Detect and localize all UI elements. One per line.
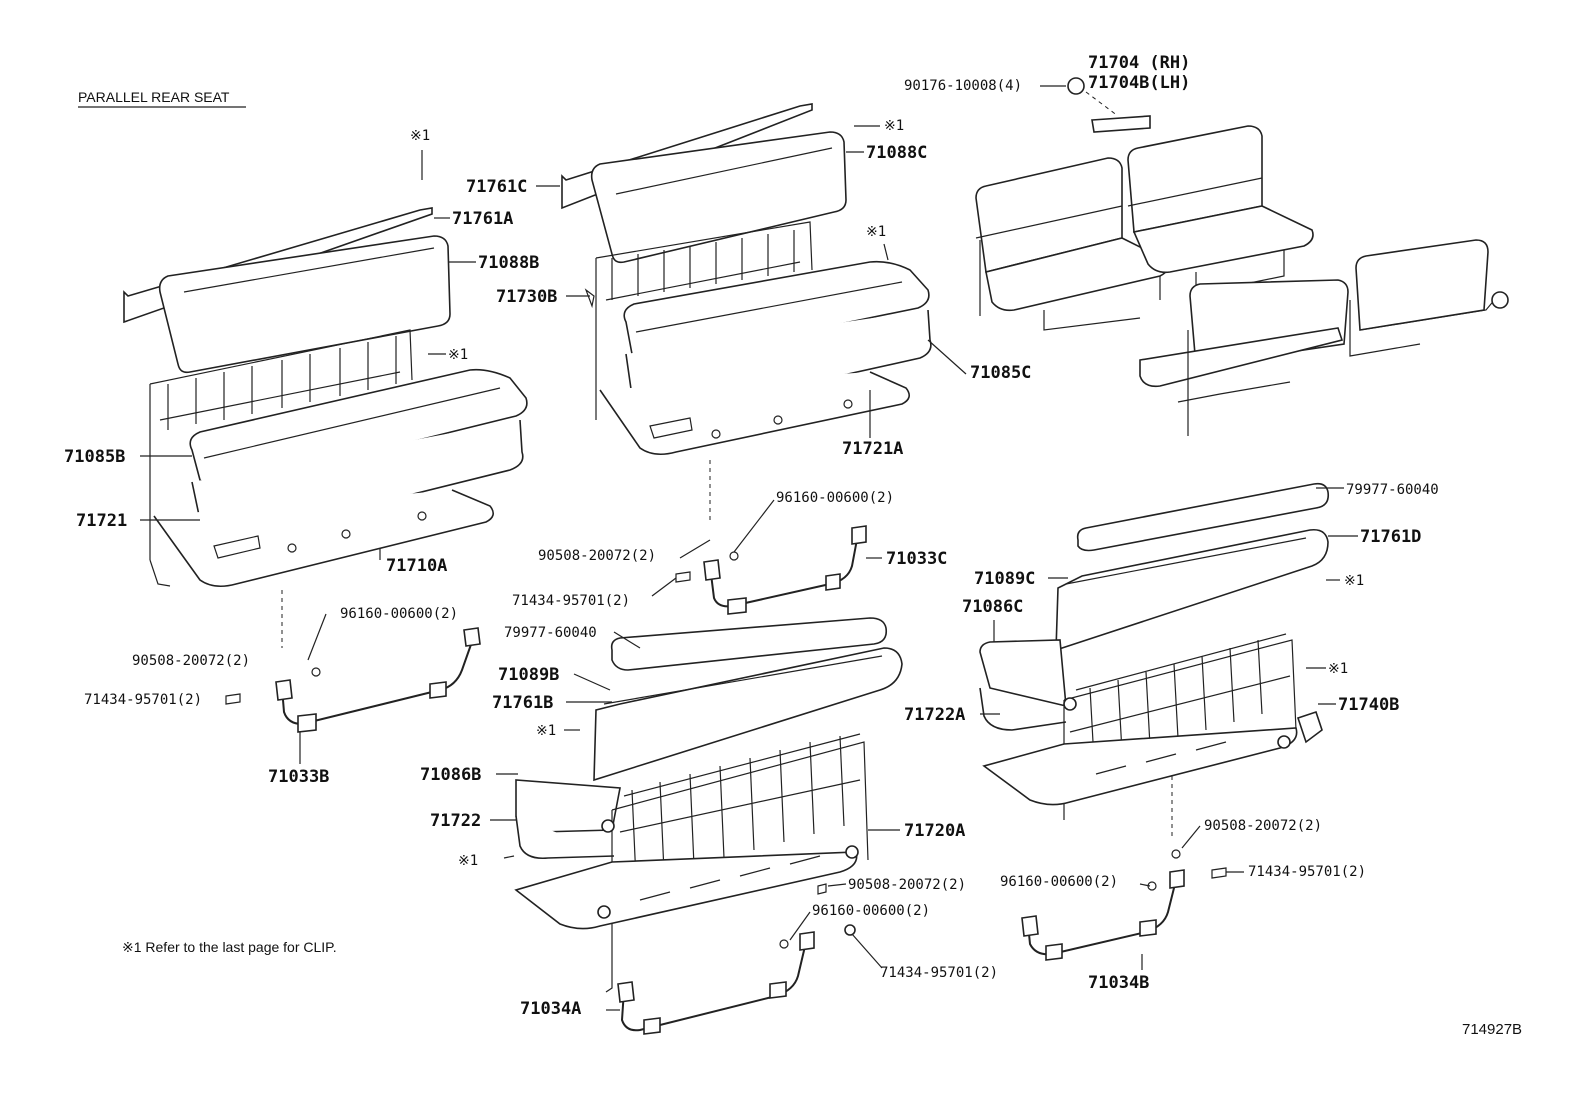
clip-ref-8: ※1 (458, 853, 478, 869)
seat-cushion-71086c (979, 639, 1067, 708)
seat-assembly-center-bottom (514, 617, 903, 993)
stay-71034b (1021, 776, 1227, 961)
label-90176-10008: 90176-10008(4) (904, 78, 1022, 94)
label-71730b: 71730B (496, 287, 557, 307)
label-71086c: 71086C (962, 597, 1023, 617)
label-71740b: 71740B (1338, 695, 1399, 715)
label-71710a: 71710A (386, 556, 447, 576)
label-71434-95701-a: 71434-95701(2) (84, 692, 202, 708)
clip-ref-2: ※1 (884, 118, 904, 134)
bracket-71704 (1040, 77, 1151, 133)
label-71721: 71721 (76, 511, 127, 531)
clip-ref-6: ※1 (1328, 661, 1348, 677)
seat-assembly-right (979, 482, 1330, 820)
clip-ref-5: ※1 (1344, 573, 1364, 589)
back-cushion-71088b (158, 235, 451, 374)
label-71761c: 71761C (466, 177, 527, 197)
label-71034a: 71034A (520, 999, 581, 1019)
label-71722a: 71722A (904, 705, 965, 725)
diagram-title: PARALLEL REAR SEAT (78, 89, 230, 105)
back-cushion-71761b (593, 647, 903, 782)
stay-71033b (225, 590, 481, 733)
label-71086b: 71086B (420, 765, 481, 785)
label-96160-00600-b: 96160-00600(2) (776, 490, 894, 506)
label-71720a: 71720A (904, 821, 965, 841)
label-79977-60040-a: 79977-60040 (504, 625, 597, 641)
clip-footnote: ※1 Refer to the last page for CLIP. (122, 939, 337, 955)
label-71088c: 71088C (866, 143, 927, 163)
seat-assembly-center-top (561, 103, 932, 456)
label-71088b: 71088B (478, 253, 539, 273)
label-71089c: 71089C (974, 569, 1035, 589)
label-71761a: 71761A (452, 209, 513, 229)
label-90508-20072-a: 90508-20072(2) (132, 653, 250, 669)
seat-frame-71710a (153, 489, 494, 588)
label-71761b: 71761B (492, 693, 553, 713)
label-71033c: 71033C (886, 549, 947, 569)
label-71704-rh: 71704 (RH) (1088, 53, 1190, 73)
label-71434-95701-d: 71434-95701(2) (1248, 864, 1366, 880)
leader-lines (140, 125, 1358, 1011)
clip-ref-7: ※1 (536, 723, 556, 739)
seat-overview-thumbnail (975, 125, 1509, 436)
seat-frame-right (982, 727, 1298, 806)
label-90508-20072-d: 90508-20072(2) (1204, 818, 1322, 834)
back-cushion-71088c (590, 131, 847, 264)
label-71033b: 71033B (268, 767, 329, 787)
label-71089b: 71089B (498, 665, 559, 685)
nut-90176 (1067, 77, 1085, 95)
seat-assembly-left (123, 207, 528, 588)
label-79977-60040-b: 79977-60040 (1346, 482, 1439, 498)
label-71704b-lh: 71704B(LH) (1088, 73, 1190, 93)
label-71434-95701-b: 71434-95701(2) (512, 593, 630, 609)
label-90508-20072-c: 90508-20072(2) (848, 877, 966, 893)
label-71085b: 71085B (64, 447, 125, 467)
label-90508-20072-b: 90508-20072(2) (538, 548, 656, 564)
rail-79977-right (1076, 482, 1330, 552)
label-71434-95701-c: 71434-95701(2) (880, 965, 998, 981)
label-96160-00600-d: 96160-00600(2) (1000, 874, 1118, 890)
stay-71034a (617, 883, 856, 1035)
label-71085c: 71085C (970, 363, 1031, 383)
back-cushion-71761d (1055, 528, 1329, 652)
seat-frame-center-bottom (514, 851, 858, 930)
rail-79977-center (610, 617, 888, 671)
label-71761d: 71761D (1360, 527, 1421, 547)
stay-71033c (675, 460, 867, 615)
label-96160-00600-a: 96160-00600(2) (340, 606, 458, 622)
seat-base-71722a (979, 687, 1067, 731)
label-71034b: 71034B (1088, 973, 1149, 993)
part-labels: 71704 (RH) 71704B(LH) 90176-10008(4) ※1 … (64, 53, 1439, 1019)
label-96160-00600-c: 96160-00600(2) (812, 903, 930, 919)
clip-ref-1: ※1 (410, 128, 430, 144)
seat-base-71722 (515, 815, 615, 860)
label-71722: 71722 (430, 811, 481, 831)
clip-ref-4: ※1 (448, 347, 468, 363)
label-71721a: 71721A (842, 439, 903, 459)
catalog-number: 714927B (1462, 1021, 1522, 1038)
clip-ref-3: ※1 (866, 224, 886, 240)
frame-left (149, 329, 413, 560)
